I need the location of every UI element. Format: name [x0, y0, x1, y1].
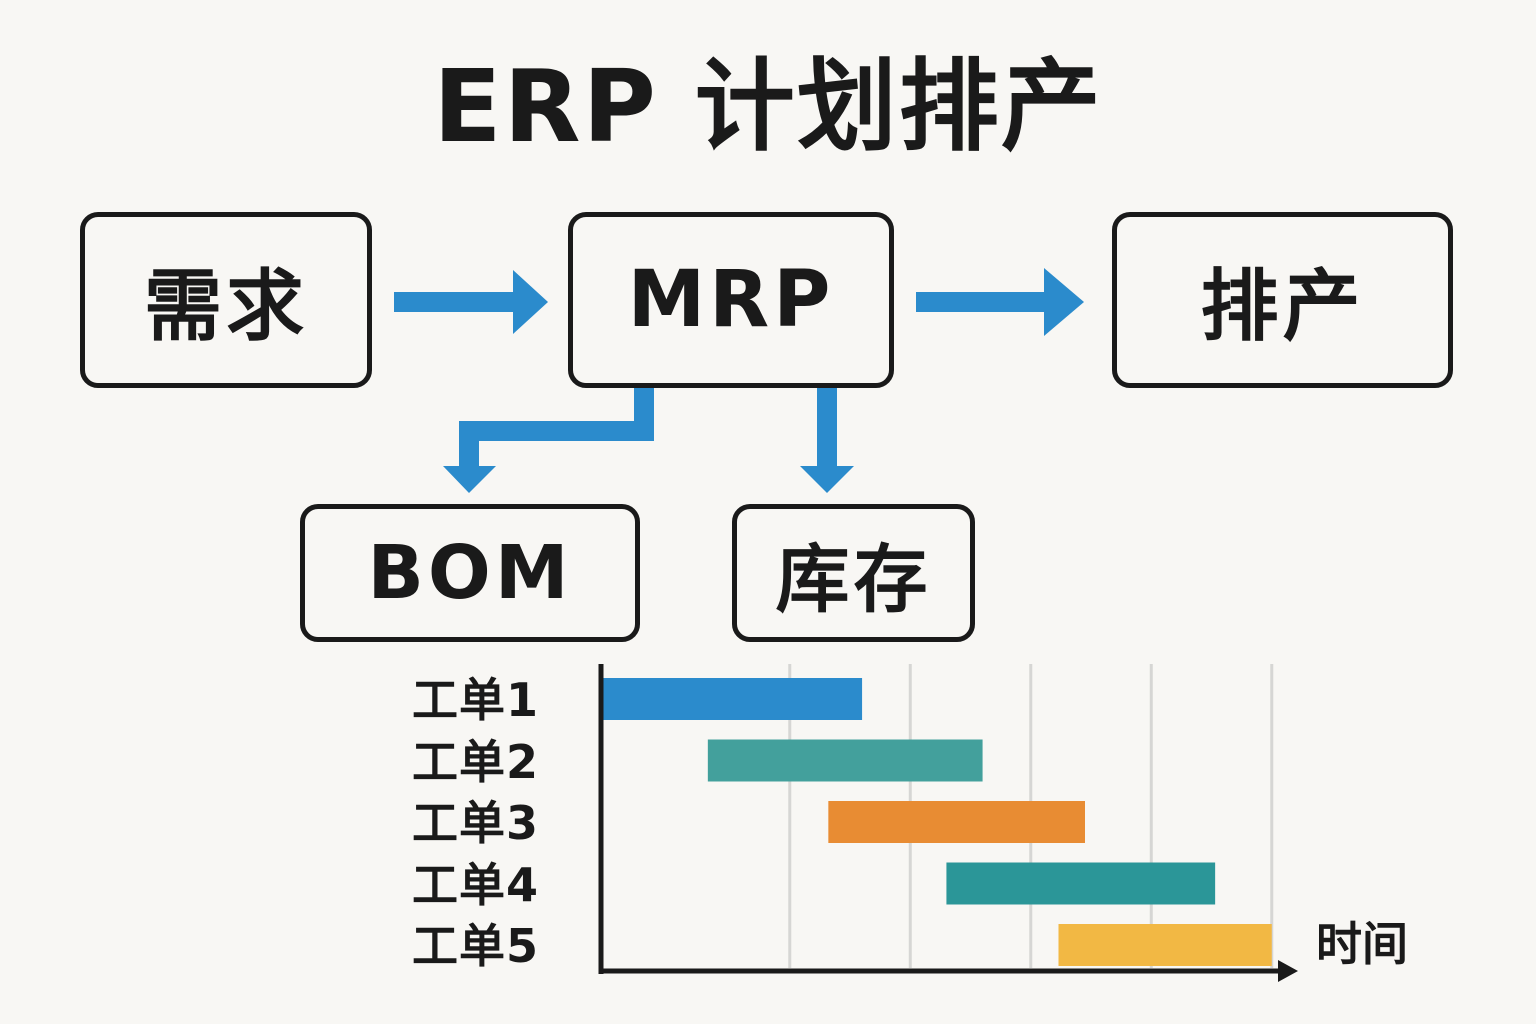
gantt-bar-5: [1058, 924, 1272, 966]
node-bom-label: BOM: [367, 530, 573, 616]
node-bom: BOM: [300, 504, 640, 642]
work-order-label-4: 工单4: [412, 857, 540, 912]
arrow-mrp-to-bom: [443, 388, 654, 493]
arrow-demand-to-mrp: [394, 270, 548, 334]
node-mrp-label: MRP: [627, 255, 835, 345]
x-axis-arrowhead: [1278, 960, 1298, 982]
arrow-mrp-to-schedule: [916, 268, 1084, 336]
gantt-bar-4: [946, 862, 1216, 905]
node-schedule: 排产: [1112, 212, 1453, 388]
arrow-mrp-to-inventory: [800, 388, 854, 493]
work-order-label-3: 工单3: [412, 796, 540, 850]
node-inventory: 库存: [732, 504, 975, 642]
node-demand: 需求: [80, 212, 372, 388]
work-order-label-2: 工单2: [412, 734, 540, 789]
node-schedule-label: 排产: [1200, 262, 1365, 352]
gantt-bar-1: [603, 678, 863, 720]
node-mrp: MRP: [568, 212, 894, 388]
gantt-bar-3: [828, 801, 1085, 843]
node-inventory-label: 库存: [775, 536, 932, 623]
page-title: ERP 计划排产: [433, 48, 1103, 165]
gantt-bar-2: [707, 739, 983, 782]
work-order-label-5: 工单5: [412, 919, 540, 973]
work-order-label-1: 工单1: [412, 673, 540, 727]
x-axis-label: 时间: [1316, 917, 1408, 971]
node-demand-label: 需求: [143, 262, 308, 352]
